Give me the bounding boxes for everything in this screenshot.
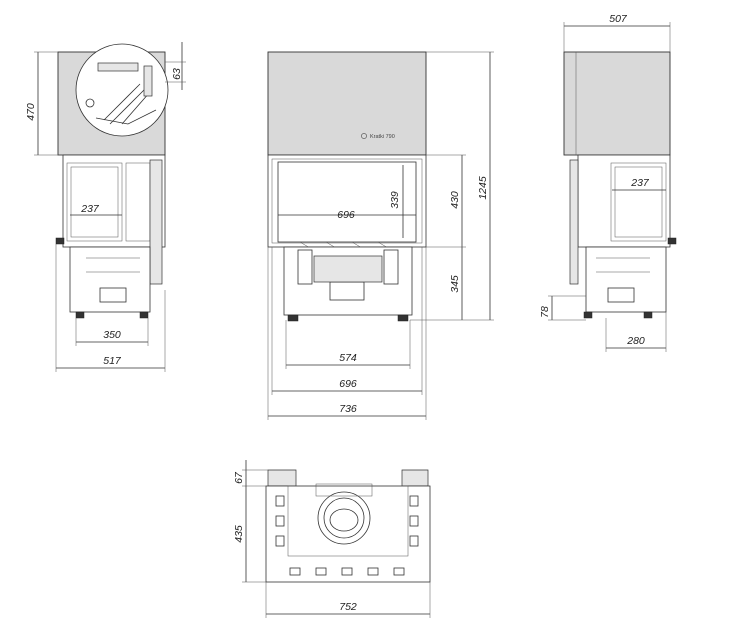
dim-top-offset: 67 (233, 471, 245, 484)
dim-right-feet-height: 78 (539, 306, 551, 318)
dim-left-height: 470 (25, 103, 37, 121)
dim-front-outer-width: 696 (339, 378, 357, 390)
right-side-view (548, 22, 677, 352)
dim-front-full-width: 736 (339, 403, 357, 415)
dim-front-glass-height: 339 (389, 191, 401, 209)
dim-right-door: 237 (630, 177, 650, 189)
front-view: Kratki 790 (267, 51, 494, 420)
brand-plate: Kratki 790 (361, 133, 395, 140)
dim-front-door-height: 430 (449, 191, 461, 209)
dim-top-width: 752 (339, 601, 357, 613)
dim-left-offset: 63 (171, 68, 183, 80)
dim-right-depth: 507 (609, 13, 628, 25)
dim-front-inner-width: 574 (339, 352, 357, 364)
left-side-view (34, 42, 186, 372)
dim-front-base-height: 345 (449, 275, 461, 293)
dim-right-feet-span: 280 (626, 335, 645, 347)
dim-left-feet: 350 (103, 329, 121, 341)
dim-top-depth: 435 (233, 525, 245, 543)
brand-label: Kratki 790 (370, 134, 395, 140)
top-view (242, 460, 431, 618)
dim-front-glass-width: 696 (337, 209, 355, 221)
dim-left-width: 517 (103, 355, 122, 367)
dim-front-total-height: 1245 (477, 176, 489, 200)
dim-left-door: 237 (80, 203, 100, 215)
